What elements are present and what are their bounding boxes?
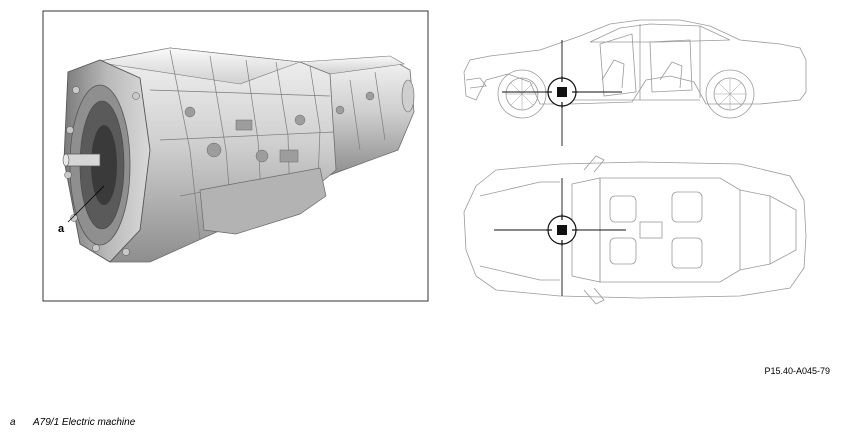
- side-view-position-marker: [502, 40, 622, 146]
- legend-item: a A79/1 Electric machine: [10, 417, 135, 428]
- transmission-illustration: [62, 47, 415, 263]
- callout-leader-line: [67, 185, 105, 223]
- vehicle-side-view: [463, 19, 807, 119]
- top-view-position-marker: [494, 178, 626, 296]
- legend-key: a: [10, 417, 16, 428]
- crosshair-marker-icon: [557, 225, 567, 235]
- transmission-panel: a: [42, 10, 429, 302]
- callout-label: a: [58, 223, 65, 235]
- figure-code: P15.40-A045-79: [764, 366, 830, 376]
- callout-a: a: [58, 185, 105, 235]
- legend-text: A79/1 Electric machine: [33, 417, 136, 428]
- vehicle-top-view: [463, 155, 807, 305]
- crosshair-marker-icon: [557, 87, 567, 97]
